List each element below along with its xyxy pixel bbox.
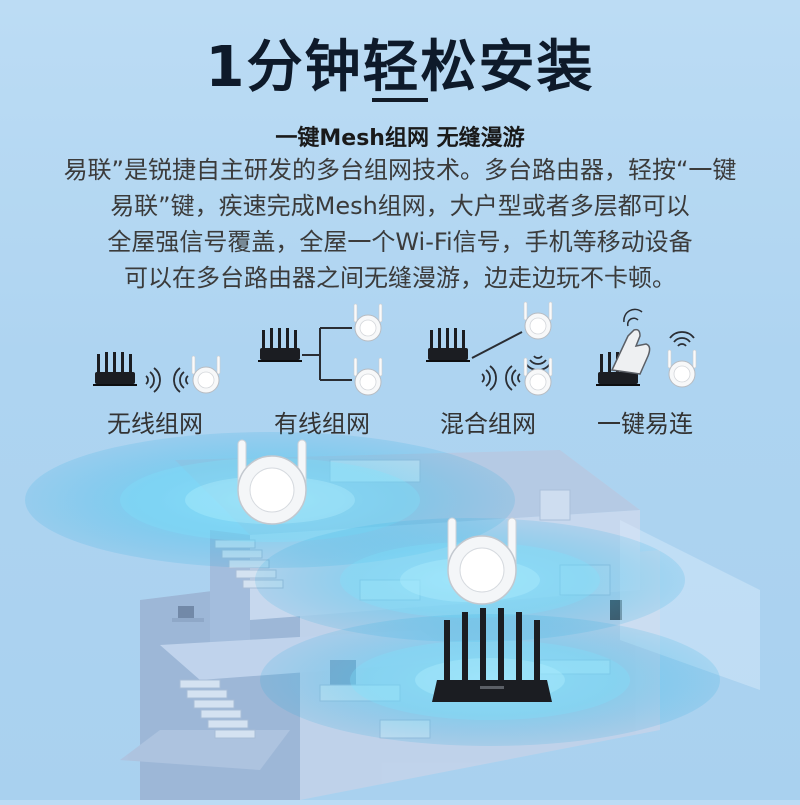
- title-underline: [372, 98, 428, 102]
- description-line: 易联”是锐捷自主研发的多台组网技术。多台路由器，轻按“一键: [63, 156, 737, 184]
- mode-label-hybrid: 混合组网: [440, 410, 536, 438]
- satellite-router-middle: [447, 517, 517, 605]
- mesh-modes-illustrations: [93, 301, 697, 396]
- wireless-mesh-icon: [93, 352, 221, 394]
- main-router: [432, 608, 552, 702]
- page-title: 1分钟轻松安装: [205, 35, 595, 100]
- wifi-coverage-zones: [25, 432, 720, 746]
- subtitle: 一键Mesh组网 无缝漫游: [275, 126, 525, 151]
- hybrid-mesh-icon: [426, 301, 553, 396]
- description: 易联”是锐捷自主研发的多台组网技术。多台路由器，轻按“一键 易联”键，疾速完成M…: [30, 152, 770, 296]
- description-line: 易联”键，疾速完成Mesh组网，大户型或者多层都可以: [110, 192, 690, 220]
- one-touch-pair-icon: [596, 308, 697, 388]
- house-illustration: [25, 432, 760, 800]
- description-line: 可以在多台路由器之间无缝漫游，边走边玩不卡顿。: [124, 264, 676, 292]
- mode-label-wireless: 无线组网: [107, 410, 203, 438]
- mesh-modes: 无线组网 有线组网 混合组网 一键易连: [0, 300, 800, 440]
- mode-label-one-touch: 一键易连: [597, 410, 693, 438]
- wired-mesh-icon: [258, 303, 383, 396]
- description-line: 全屋强信号覆盖，全屋一个Wi-Fi信号，手机等移动设备: [107, 228, 693, 256]
- house-coverage-scene: [0, 430, 800, 800]
- satellite-router-upper: [237, 439, 307, 525]
